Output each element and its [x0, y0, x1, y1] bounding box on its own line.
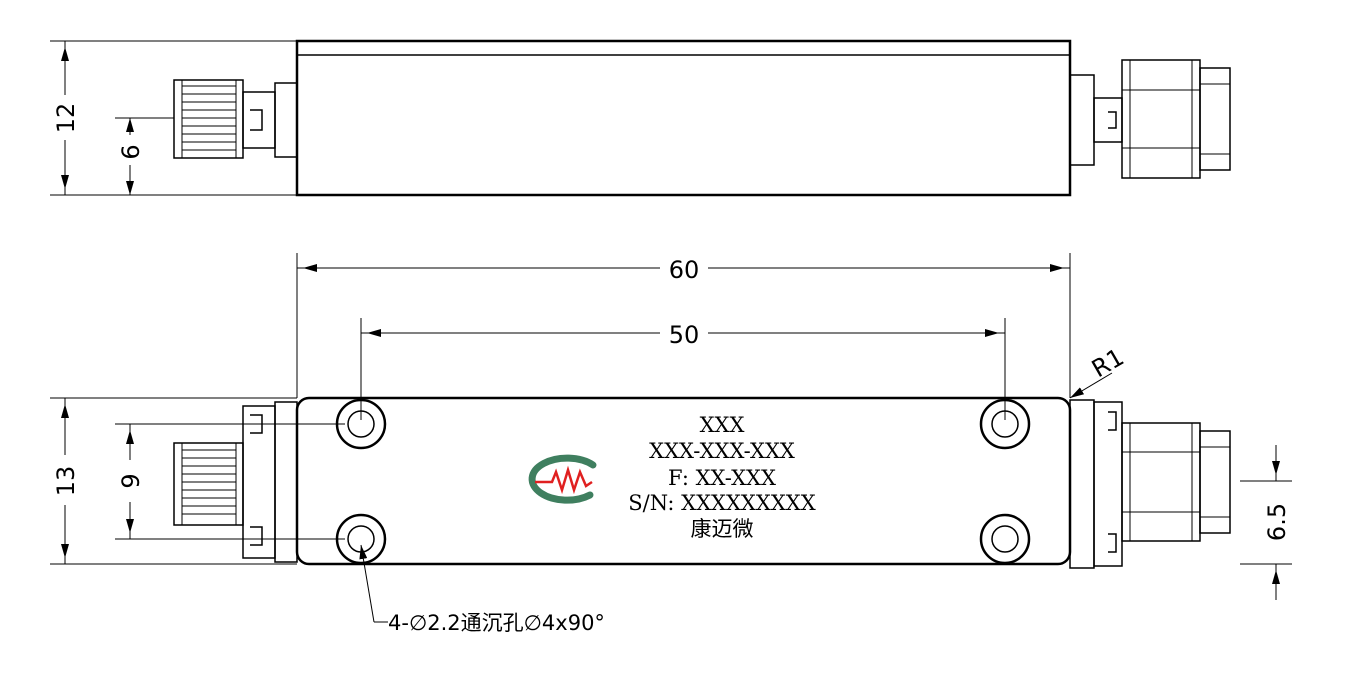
dim-connector-offset-right-label: 6.5: [1263, 503, 1291, 541]
dim-connector-offset-top: 6: [115, 117, 174, 195]
top-left-connector: [173, 79, 298, 159]
dim-corner-radius-label: R1: [1087, 343, 1129, 383]
dim-hole-vertical-spacing: 9: [115, 423, 345, 540]
mounting-holes: [335, 398, 1031, 565]
company-logo: [528, 454, 597, 504]
mounting-hole: [979, 398, 1031, 450]
bottom-left-connector: [173, 401, 298, 563]
dim-height-top: 12: [50, 40, 297, 196]
top-right-connector: [1069, 59, 1231, 179]
bottom-view: 60 50: [50, 253, 1292, 635]
hole-callout-label: 4-∅2.2通沉孔∅4x90°: [388, 611, 605, 635]
product-label: XXX XXX-XXX-XXX F: XX-XXX S/N: XXXXXXXXX…: [628, 413, 815, 541]
label-line1: XXX: [700, 413, 745, 437]
dim-connector-offset-right: 6.5: [1240, 445, 1292, 600]
dim-hole-vertical-spacing-label: 9: [117, 473, 145, 488]
label-line4: S/N: XXXXXXXXX: [628, 491, 815, 515]
bottom-right-connector: [1069, 399, 1231, 569]
top-view: 12 6: [50, 39, 1231, 197]
dim-corner-radius: R1: [1069, 343, 1129, 399]
dim-hole-spacing: 50: [360, 318, 1006, 420]
dim-height-bottom-label: 13: [52, 466, 80, 497]
dim-height-bottom: 13: [50, 397, 297, 565]
dim-overall-length-label: 60: [669, 256, 700, 284]
dim-hole-spacing-label: 50: [669, 321, 700, 349]
top-body: [295, 39, 1072, 197]
label-line2: XXX-XXX-XXX: [649, 439, 795, 463]
dim-overall-length: 60: [296, 253, 1071, 398]
dim-connector-offset-top-label: 6: [117, 144, 145, 159]
hole-callout: 4-∅2.2通沉孔∅4x90°: [359, 544, 605, 635]
label-brand: 康迈微: [691, 517, 754, 541]
label-line3: F: XX-XXX: [668, 466, 776, 490]
mounting-hole: [979, 513, 1031, 565]
dim-height-top-label: 12: [52, 103, 80, 134]
